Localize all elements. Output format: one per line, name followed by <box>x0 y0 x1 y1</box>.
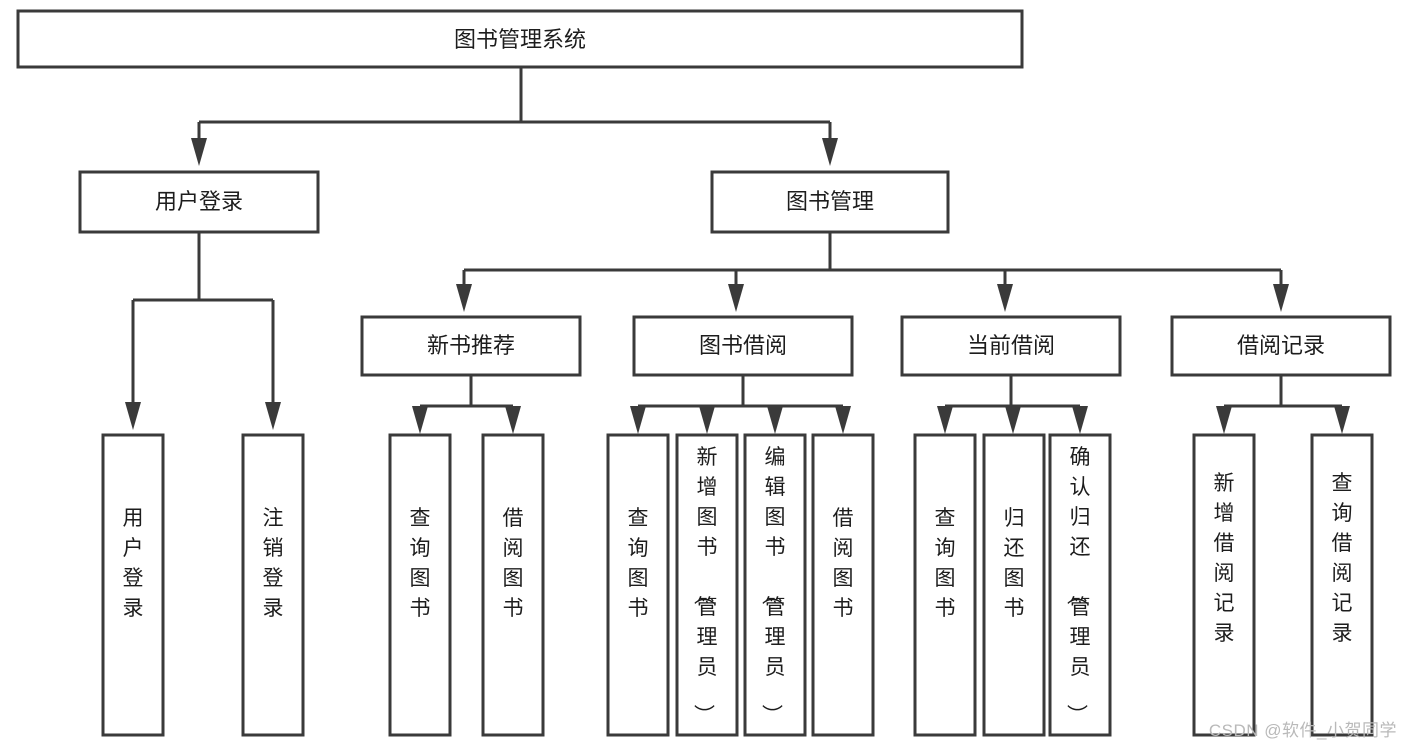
arrow-head-bb-1 <box>630 406 646 434</box>
arrow-head-cb-3 <box>1072 406 1088 434</box>
arrow-head-br-2 <box>1334 406 1350 434</box>
arrow-head-bb-2 <box>699 406 715 434</box>
node-book-management-label: 图书管理 <box>786 189 874 214</box>
arrow-head-nbr-2 <box>505 406 521 434</box>
node-leaf-borrow-book-2-label: 借阅图书 <box>833 507 854 620</box>
node-current-borrow[interactable]: 当前借阅 <box>900 315 1122 377</box>
node-book-borrow-box[interactable] <box>632 315 854 377</box>
arrow-head-root-2 <box>822 138 838 166</box>
connector-group-borrow-record <box>1216 375 1350 434</box>
node-leaf-borrow-book-1[interactable]: 借阅图书 <box>481 433 545 737</box>
node-book-management-box[interactable] <box>710 170 950 234</box>
connector-group-root <box>191 68 838 166</box>
node-leaf-add-record[interactable]: 新增借阅记录 <box>1192 433 1256 737</box>
node-leaf-add-record-label: 新增借阅记录 <box>1214 472 1235 645</box>
node-leaf-add-book-box[interactable] <box>675 433 739 737</box>
node-leaf-query-book-2-label: 查询图书 <box>628 507 649 620</box>
connector-group-current-borrow <box>937 375 1088 434</box>
node-leaf-logout-login-label: 注销登录 <box>263 507 284 620</box>
node-borrow-record-label: 借阅记录 <box>1237 333 1325 358</box>
arrow-head-bm-3 <box>997 284 1013 312</box>
node-user-login[interactable]: 用户登录 <box>78 170 320 234</box>
node-leaf-add-book[interactable]: 新增图书（管理员） <box>675 433 739 737</box>
node-user-login-label: 用户登录 <box>155 189 243 214</box>
arrow-head-ul-2 <box>265 402 281 430</box>
node-leaf-logout-login-box[interactable] <box>241 433 305 737</box>
node-leaf-query-book-3[interactable]: 查询图书 <box>913 433 977 737</box>
arrow-head-root-1 <box>191 138 207 166</box>
node-leaf-edit-book[interactable]: 编辑图书（管理员） <box>743 433 807 737</box>
node-leaf-return-book-label: 归还图书 <box>1004 507 1025 620</box>
node-leaf-logout-login[interactable]: 注销登录 <box>241 433 305 737</box>
connector-group-user-login <box>125 232 281 430</box>
node-leaf-query-book-1-label: 查询图书 <box>410 507 431 620</box>
node-leaf-edit-book-box[interactable] <box>743 433 807 737</box>
arrow-head-bm-4 <box>1273 284 1289 312</box>
node-leaf-query-book-1-box[interactable] <box>388 433 452 737</box>
node-leaf-borrow-book-2-box[interactable] <box>811 433 875 737</box>
node-new-book-recommend-box[interactable] <box>360 315 582 377</box>
node-leaf-query-book-2[interactable]: 查询图书 <box>606 433 670 737</box>
connector-group-book-management <box>456 232 1289 312</box>
node-book-management[interactable]: 图书管理 <box>710 170 950 234</box>
node-leaf-query-book-1[interactable]: 查询图书 <box>388 433 452 737</box>
node-leaf-query-book-3-box[interactable] <box>913 433 977 737</box>
node-leaf-query-record-label: 查询借阅记录 <box>1332 472 1353 645</box>
node-user-login-box[interactable] <box>78 170 320 234</box>
node-leaf-user-login[interactable]: 用户登录 <box>101 433 165 737</box>
connector-group-new-book-recommend <box>412 375 521 434</box>
node-leaf-return-book-box[interactable] <box>982 433 1046 737</box>
node-leaf-edit-book-label: 编辑图书（管理员） <box>760 446 786 725</box>
arrow-head-bb-4 <box>835 406 851 434</box>
arrow-head-cb-1 <box>937 406 953 434</box>
node-leaf-confirm-return-label: 确认归还（管理员） <box>1065 446 1091 725</box>
node-leaf-add-book-label: 新增图书（管理员） <box>692 446 718 725</box>
node-current-borrow-box[interactable] <box>900 315 1122 377</box>
arrow-head-bm-2 <box>728 284 744 312</box>
node-leaf-user-login-label: 用户登录 <box>123 507 144 620</box>
node-book-borrow-label: 图书借阅 <box>699 333 787 358</box>
arrow-head-bb-3 <box>767 406 783 434</box>
node-leaf-borrow-book-1-box[interactable] <box>481 433 545 737</box>
node-leaf-query-book-2-box[interactable] <box>606 433 670 737</box>
csdn-watermark: CSDN @软件_小贺同学 <box>1208 721 1397 740</box>
node-leaf-query-record-box[interactable] <box>1310 433 1374 737</box>
node-leaf-return-book[interactable]: 归还图书 <box>982 433 1046 737</box>
node-current-borrow-label: 当前借阅 <box>967 333 1055 358</box>
arrow-head-nbr-1 <box>412 406 428 434</box>
node-leaf-user-login-box[interactable] <box>101 433 165 737</box>
node-leaf-borrow-book-2[interactable]: 借阅图书 <box>811 433 875 737</box>
node-root-title[interactable]: 图书管理系统 <box>16 9 1024 69</box>
node-root-title-label: 图书管理系统 <box>454 27 586 52</box>
node-new-book-recommend-label: 新书推荐 <box>427 333 515 358</box>
arrow-head-ul-1 <box>125 402 141 430</box>
node-borrow-record[interactable]: 借阅记录 <box>1170 315 1392 377</box>
node-book-borrow[interactable]: 图书借阅 <box>632 315 854 377</box>
arrow-head-br-1 <box>1216 406 1232 434</box>
node-leaf-add-record-box[interactable] <box>1192 433 1256 737</box>
node-leaf-query-record[interactable]: 查询借阅记录 <box>1310 433 1374 737</box>
connector-group-book-borrow <box>630 375 851 434</box>
node-leaf-confirm-return-box[interactable] <box>1048 433 1112 737</box>
node-leaf-borrow-book-1-label: 借阅图书 <box>503 507 524 620</box>
node-new-book-recommend[interactable]: 新书推荐 <box>360 315 582 377</box>
node-borrow-record-box[interactable] <box>1170 315 1392 377</box>
node-leaf-confirm-return[interactable]: 确认归还（管理员） <box>1048 433 1112 737</box>
arrow-head-cb-2 <box>1005 406 1021 434</box>
node-root-title-box[interactable] <box>16 9 1024 69</box>
arrow-head-bm-1 <box>456 284 472 312</box>
node-leaf-query-book-3-label: 查询图书 <box>935 507 956 620</box>
